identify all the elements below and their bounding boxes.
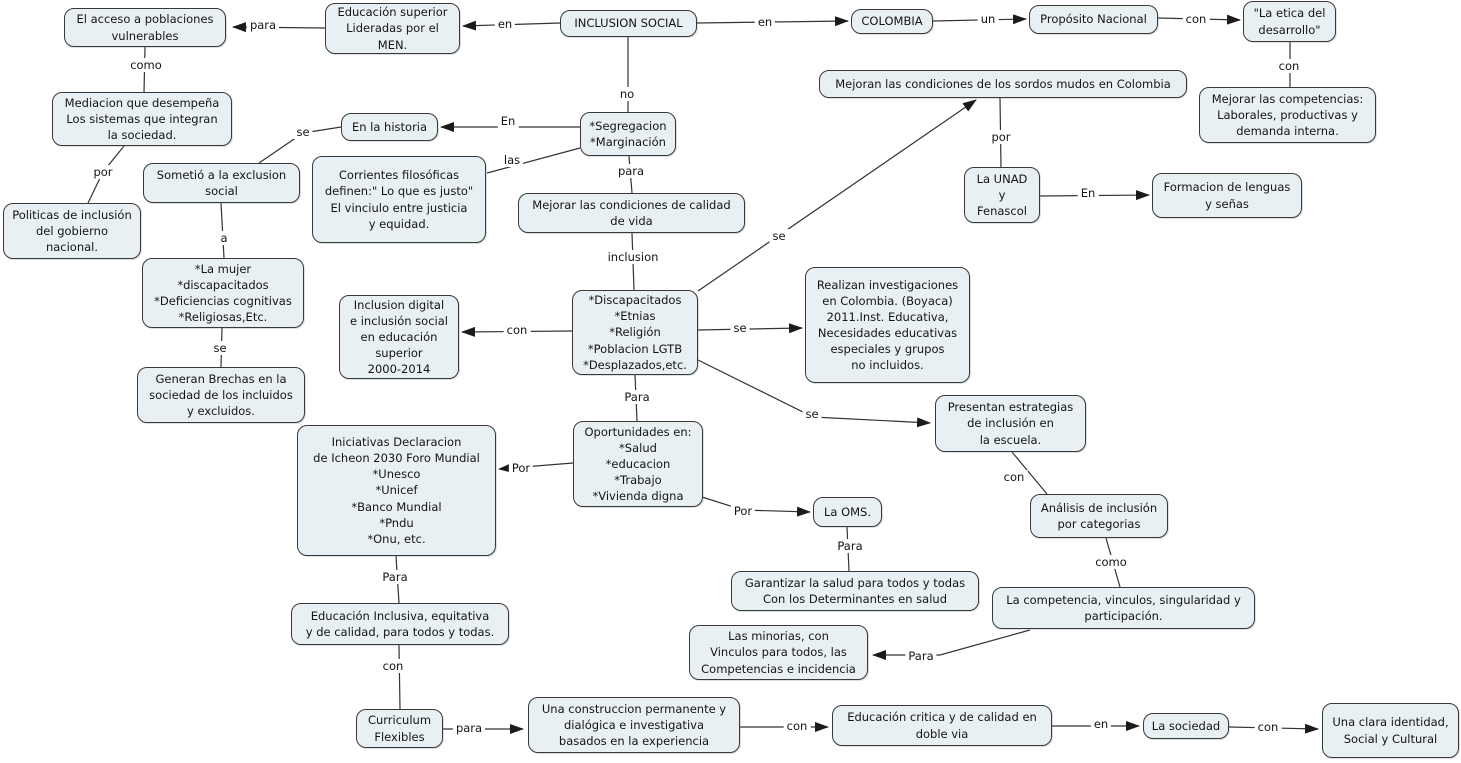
link-label[interactable]: a [217, 231, 231, 245]
node-mejoran-condiciones-sordos-mudos[interactable]: Mejoran las condiciones de los sordos mu… [819, 70, 1187, 98]
link-label[interactable]: se [802, 407, 822, 421]
link-label[interactable]: en [494, 17, 516, 31]
link-label[interactable]: En [497, 114, 519, 128]
node-politicas-inclusion-gobierno[interactable]: Politicas de inclusión del gobierno naci… [3, 203, 141, 259]
link-label[interactable]: para [452, 721, 486, 735]
node-clara-identidad[interactable]: Una clara identidad, Social y Cultural [1322, 703, 1459, 758]
link-label[interactable]: no [616, 87, 638, 101]
node-en-la-historia[interactable]: En la historia [341, 113, 438, 141]
link-label[interactable]: se [210, 341, 230, 355]
node-curriculum-flexibles[interactable]: Curriculum Flexibles [356, 709, 443, 748]
node-corrientes-filosoficas[interactable]: Corrientes filosóficas definen:" Lo que … [312, 156, 486, 243]
link-label[interactable]: como [127, 58, 165, 72]
link-label[interactable]: por [90, 165, 116, 179]
link-label[interactable]: para [246, 18, 280, 32]
node-construccion-permanente[interactable]: Una construccion permanente y dialógica … [528, 697, 740, 753]
node-educacion-critica[interactable]: Educación critica y de calidad en doble … [832, 705, 1052, 746]
connector-line [486, 147, 581, 174]
node-garantizar-salud[interactable]: Garantizar la salud para todos y todas C… [731, 571, 979, 611]
connector-line [701, 496, 811, 517]
link-label[interactable]: se [769, 229, 789, 243]
link-label[interactable]: Para [905, 649, 937, 663]
node-analisis-inclusion-categorias[interactable]: Análisis de inclusión por categorias [1030, 494, 1168, 538]
connector-line [697, 323, 803, 334]
node-educacion-inclusiva-equitativa[interactable]: Educación Inclusiva, equitativa y de cal… [291, 603, 509, 645]
connector-line [1011, 451, 1048, 495]
link-label[interactable]: con [1275, 59, 1303, 73]
node-etica-del-desarrollo[interactable]: "La etica del desarrollo" [1243, 1, 1336, 42]
link-label[interactable]: con [379, 659, 407, 673]
connector-line [398, 644, 401, 710]
link-label[interactable]: para [614, 164, 648, 178]
node-inclusion-digital-educacion-superior[interactable]: Inclusion digital e inclusión social en … [339, 295, 459, 379]
node-competencia-vinculos[interactable]: La competencia, vinculos, singularidad y… [992, 587, 1255, 629]
link-label[interactable]: Para [834, 539, 866, 553]
node-segregacion-marginacion[interactable]: *Segregacion *Marginación [580, 112, 676, 156]
node-mediacion-sistemas[interactable]: Mediacion que desempeña Los sistemas que… [52, 92, 232, 146]
node-la-sociedad[interactable]: La sociedad [1143, 713, 1229, 739]
link-label[interactable]: Para [621, 390, 653, 404]
node-educacion-superior-men[interactable]: Educación superior Lideradas por el MEN. [325, 3, 460, 54]
node-la-oms[interactable]: La OMS. [813, 497, 882, 527]
node-realizan-investigaciones-boyaca[interactable]: Realizan investigaciones en Colombia. (B… [805, 267, 970, 383]
link-label[interactable]: como [1092, 555, 1130, 569]
link-label[interactable]: se [730, 321, 750, 335]
node-discapacitados-etnias[interactable]: *Discapacitados *Etnias *Religión *Pobla… [572, 290, 698, 375]
link-label[interactable]: se [293, 125, 313, 139]
node-las-minorias[interactable]: Las minorias, con Vinculos para todos, l… [689, 625, 868, 680]
node-generan-brechas[interactable]: Generan Brechas en la sociedad de los in… [137, 367, 305, 423]
node-presentan-estrategias-escuela[interactable]: Presentan estrategias de inclusión en la… [935, 395, 1086, 452]
node-oportunidades[interactable]: Oportunidades en: *Salud *educacion *Tra… [573, 421, 703, 507]
link-label[interactable]: inclusion [604, 250, 662, 264]
connector-line [220, 202, 225, 259]
node-colombia[interactable]: COLOMBIA [851, 9, 933, 34]
node-formacion-lenguas-senas[interactable]: Formacion de lenguas y señas [1152, 173, 1302, 218]
link-label[interactable]: en [1090, 717, 1112, 731]
node-inclusion-social[interactable]: INCLUSION SOCIAL [560, 10, 697, 37]
link-label[interactable]: las [500, 153, 524, 167]
node-sometio-exclusion-social[interactable]: Sometió a la exclusion social [143, 163, 300, 203]
link-label[interactable]: Para [379, 570, 411, 584]
link-label[interactable]: un [977, 12, 999, 26]
connector-line [697, 99, 977, 292]
node-acceso-poblaciones-vulnerables[interactable]: El acceso a poblaciones vulnerables [64, 8, 226, 47]
link-label[interactable]: con [1182, 12, 1210, 26]
node-mejorar-competencias[interactable]: Mejorar las competencias: Laborales, pro… [1199, 87, 1376, 143]
node-mejorar-condiciones-calidad-vida[interactable]: Mejorar las condiciones de calidad de vi… [518, 193, 745, 233]
link-label[interactable]: con [1254, 720, 1282, 734]
node-la-mujer-discapacitados[interactable]: *La mujer *discapacitados *Deficiencias … [142, 258, 304, 328]
link-label[interactable]: En [1077, 186, 1099, 200]
node-proposito-nacional[interactable]: Propósito Nacional [1029, 5, 1158, 34]
link-label[interactable]: por [988, 130, 1014, 144]
link-label[interactable]: con [1000, 470, 1028, 484]
connector-line [872, 629, 1031, 660]
link-label[interactable]: Por [508, 461, 534, 475]
link-label[interactable]: Por [730, 504, 756, 518]
node-unad-fenascol[interactable]: La UNAD y Fenascol [964, 167, 1040, 223]
link-label[interactable]: en [754, 15, 776, 29]
link-label[interactable]: con [503, 323, 531, 337]
node-iniciativas-icheon-2030[interactable]: Iniciativas Declaracion de Icheon 2030 F… [297, 425, 496, 556]
link-label[interactable]: con [783, 719, 811, 733]
